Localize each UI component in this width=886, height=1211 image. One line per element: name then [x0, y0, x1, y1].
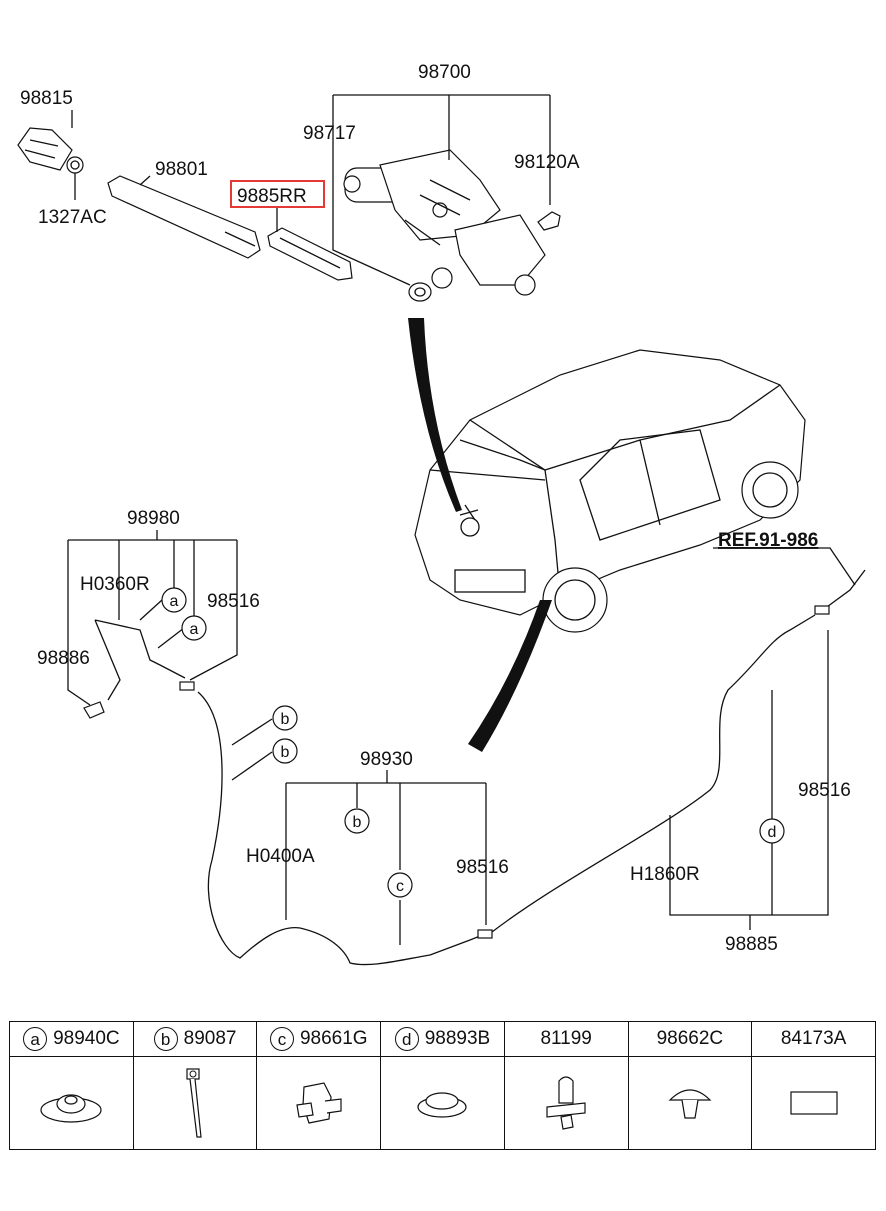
nozzle-part: [83, 701, 105, 719]
callout-c: c: [387, 872, 413, 898]
connector-part: [179, 681, 195, 691]
label-98801: 98801: [155, 159, 208, 180]
hose-middle: [429, 929, 493, 956]
label-98980: 98980: [127, 508, 180, 529]
pointer-arrow-top: [408, 318, 462, 512]
svg-text:b: b: [281, 711, 290, 728]
car-illustration: [414, 349, 806, 633]
label-98700: 98700: [418, 62, 471, 83]
label-98886: 98886: [37, 648, 90, 669]
hose-left: [94, 619, 431, 966]
svg-text:d: d: [768, 824, 777, 841]
label-9885RR: 9885RR: [237, 186, 307, 207]
callout-a-2: a: [181, 615, 207, 641]
legend-code: 98893B: [424, 1028, 491, 1049]
legend-header-cell: 84173A: [751, 1021, 876, 1057]
label-98815: 98815: [20, 88, 73, 109]
callout-b-2: b: [272, 738, 298, 764]
callout-d: d: [759, 818, 785, 844]
ref-label: REF.91-986: [718, 530, 818, 551]
svg-text:a: a: [170, 593, 179, 610]
svg-text:b: b: [353, 814, 362, 831]
wiper-blade-part: [267, 227, 353, 281]
round-plug-icon: [417, 1092, 468, 1118]
legend-code: 84173A: [780, 1028, 847, 1049]
parts-diagram: a a b b b c d 98700 98815 98717 98801 98…: [17, 62, 866, 966]
push-clip-icon: [546, 1076, 586, 1130]
hose-clip-icon: [296, 1082, 342, 1124]
label-98930: 98930: [360, 749, 413, 770]
svg-text:c: c: [396, 878, 404, 895]
label-98885: 98885: [725, 934, 778, 955]
nut-part: [66, 156, 84, 174]
label-H1860R: H1860R: [630, 864, 700, 885]
wiper-motor-part: [343, 149, 546, 296]
callout-b-1: b: [272, 705, 298, 731]
label-98516-middle: 98516: [456, 857, 509, 878]
callout-a-1: a: [161, 587, 187, 613]
svg-text:b: b: [281, 744, 290, 761]
legend-code: 98940C: [53, 1028, 120, 1049]
grommet-icon: [40, 1094, 102, 1123]
legend-icon-row: [9, 1056, 876, 1150]
label-98516-right: 98516: [798, 780, 851, 801]
label-1327AC: 1327AC: [38, 207, 107, 228]
pointer-arrow-bottom: [468, 600, 552, 752]
label-98516-left: 98516: [207, 591, 260, 612]
legend-code: 98662C: [656, 1028, 724, 1049]
label-98120A: 98120A: [514, 152, 580, 173]
svg-text:a: a: [190, 621, 199, 638]
hose-right: [491, 569, 866, 933]
label-H0400A: H0400A: [246, 846, 315, 867]
highlight-box: [230, 180, 325, 208]
legend-code: 89087: [183, 1028, 237, 1049]
legend-code: 81199: [540, 1028, 592, 1049]
cable-tie-icon: [186, 1068, 202, 1138]
label-H0360R: H0360R: [80, 574, 150, 595]
callout-b-3: b: [344, 808, 370, 834]
legend-header-cell: 81199: [503, 1021, 629, 1057]
bolt-part: [537, 211, 561, 231]
rectangle-pad-icon: [790, 1091, 838, 1115]
grommet-part: [408, 282, 432, 302]
wiper-arm-part: [107, 175, 261, 259]
mushroom-clip-icon: [668, 1089, 712, 1119]
label-98717: 98717: [303, 123, 356, 144]
wiper-cap-part: [17, 127, 73, 171]
legend-header-cell: 98662C: [627, 1021, 753, 1057]
legend-code: 98661G: [299, 1028, 368, 1049]
